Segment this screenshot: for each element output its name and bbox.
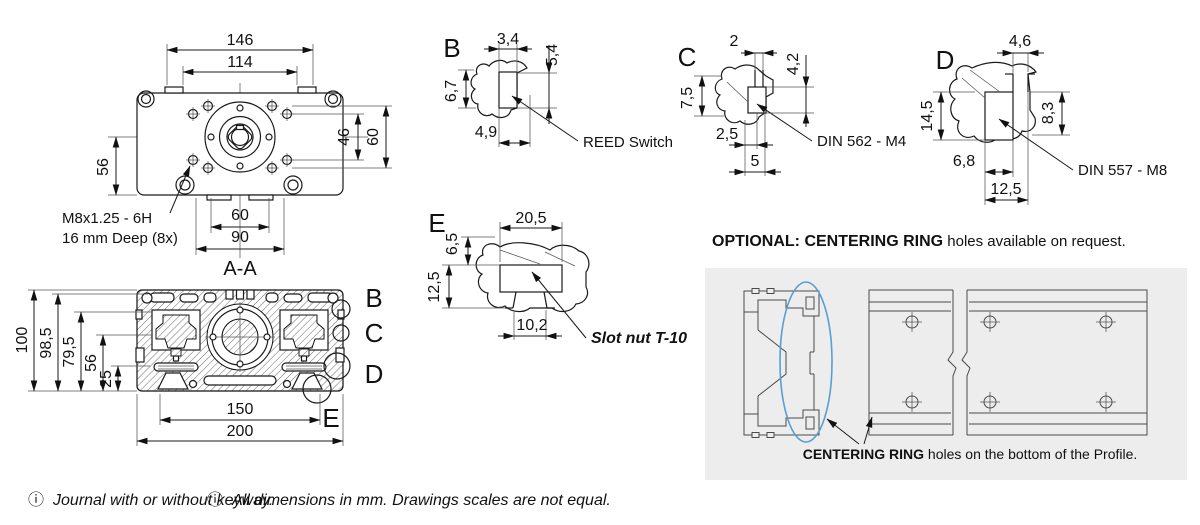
dim-114: 114 <box>227 54 253 71</box>
thread-note-line1: M8x1.25 - 6H <box>62 210 152 227</box>
dim-e-left: 12,5 <box>426 271 443 302</box>
shaft-flange <box>204 101 276 173</box>
detail-callouts: B C D E <box>302 283 384 433</box>
dim-c-bottom1: 2,5 <box>716 126 738 143</box>
dim-d-right: 8,3 <box>1040 102 1057 124</box>
section-view-drawing: B C D E 100 98,5 79,5 56 25 150 <box>14 283 383 446</box>
callout-letter-b: B <box>365 283 382 313</box>
detail-e-label: E <box>428 208 445 238</box>
optional-heading-rest: holes available on request. <box>943 233 1126 250</box>
m8-thread-holes <box>186 99 294 175</box>
dim-b-left: 6,7 <box>443 80 460 102</box>
reed-switch-label: REED Switch <box>583 134 673 151</box>
din-562-label: DIN 562 - M4 <box>817 133 906 150</box>
dim-e-left-upper: 6,5 <box>444 233 461 255</box>
dim-b-right: 5,4 <box>544 44 561 66</box>
top-slot-openings <box>141 289 339 304</box>
dim-b-bottom: 4,9 <box>475 124 497 141</box>
dim-146: 146 <box>227 32 254 49</box>
detail-e-drawing: E 20,5 6,5 12,5 10,2 Slot nut T-10 <box>426 208 687 347</box>
centering-ring-highlight <box>779 281 833 443</box>
dim-c-right: 4,2 <box>785 53 802 75</box>
dim-150: 150 <box>227 401 254 418</box>
dim-56-section: 56 <box>83 354 100 372</box>
profile-bottom-view <box>868 289 1148 436</box>
dim-90: 90 <box>231 229 249 246</box>
dim-e-top: 20,5 <box>515 210 546 227</box>
footnote-dimensions-text: All dimensions in mm. Drawings scales ar… <box>232 492 611 509</box>
dim-100: 100 <box>14 327 31 354</box>
thread-note-line2: 16 mm Deep (8x) <box>62 230 178 247</box>
centering-ring-caption-bold: CENTERING RING <box>802 446 925 462</box>
t-nut-cavity-left <box>151 309 201 372</box>
dim-60-bottom: 60 <box>231 207 249 224</box>
din-557-label: DIN 557 - M8 <box>1078 162 1167 179</box>
dim-60-right: 60 <box>365 128 382 146</box>
dim-200: 200 <box>227 423 254 440</box>
detail-b-drawing: B 3,4 5,4 6,7 4,9 REED Switch <box>443 31 673 151</box>
dim-25: 25 <box>98 370 115 388</box>
optional-heading-bold: OPTIONAL: CENTERING RING <box>712 233 944 250</box>
centering-ring-holes <box>902 312 1116 412</box>
optional-heading: OPTIONAL: CENTERING RING holes available… <box>712 233 1126 251</box>
info-icon: ⓘ <box>28 492 45 509</box>
detail-c-label: C <box>678 42 697 72</box>
section-label: A-A <box>223 258 257 280</box>
dim-d-bottom1: 6,8 <box>953 153 975 170</box>
callout-letter-c: C <box>365 318 384 348</box>
dim-46: 46 <box>336 128 353 146</box>
bottom-pockets <box>135 309 345 390</box>
detail-b-label: B <box>443 33 460 63</box>
info-icon: ⓘ <box>207 492 224 509</box>
central-bore-section <box>205 302 275 372</box>
slot-nut-label: Slot nut T-10 <box>591 330 687 347</box>
callout-letter-e: E <box>322 403 339 433</box>
detail-c-drawing: C 2 4,2 7,5 2,5 5 DIN 562 - M4 <box>678 33 906 176</box>
dim-c-top: 2 <box>730 33 739 50</box>
t-nut-cavity-right <box>279 309 329 372</box>
dim-c-left: 7,5 <box>679 87 696 109</box>
dim-79-5: 79,5 <box>61 336 78 367</box>
detail-d-drawing: D 4,6 8,3 14,5 6,8 12,5 DIN 557 - M8 <box>919 33 1167 205</box>
dim-d-left: 14,5 <box>919 100 936 131</box>
dim-c-bottom2: 5 <box>751 153 760 170</box>
footnote-journal: ⓘ Journal with or without keyway. <box>28 492 273 510</box>
dim-e-bottom: 10,2 <box>516 317 547 334</box>
dim-d-top: 4,6 <box>1009 33 1031 50</box>
centering-ring-caption-rest: holes on the bottom of the Profile. <box>924 446 1138 462</box>
centering-ring-caption: CENTERING RING holes on the bottom of th… <box>740 446 1200 462</box>
dim-98-5: 98,5 <box>38 327 55 358</box>
top-view-drawing: 146 114 46 60 56 60 90 M8x1.25 - 6H 16 m… <box>62 32 392 280</box>
callout-letter-d: D <box>365 359 384 389</box>
footnote-journal-text: Journal with or without keyway. <box>53 492 274 509</box>
dim-b-top: 3,4 <box>497 31 519 48</box>
footnote-dimensions: ⓘ All dimensions in mm. Drawings scales … <box>207 492 611 510</box>
optional-centering-ring-panel <box>705 268 1187 480</box>
detail-d-label: D <box>936 45 955 75</box>
dim-d-bottom2: 12,5 <box>990 181 1021 198</box>
dim-56: 56 <box>95 158 112 176</box>
